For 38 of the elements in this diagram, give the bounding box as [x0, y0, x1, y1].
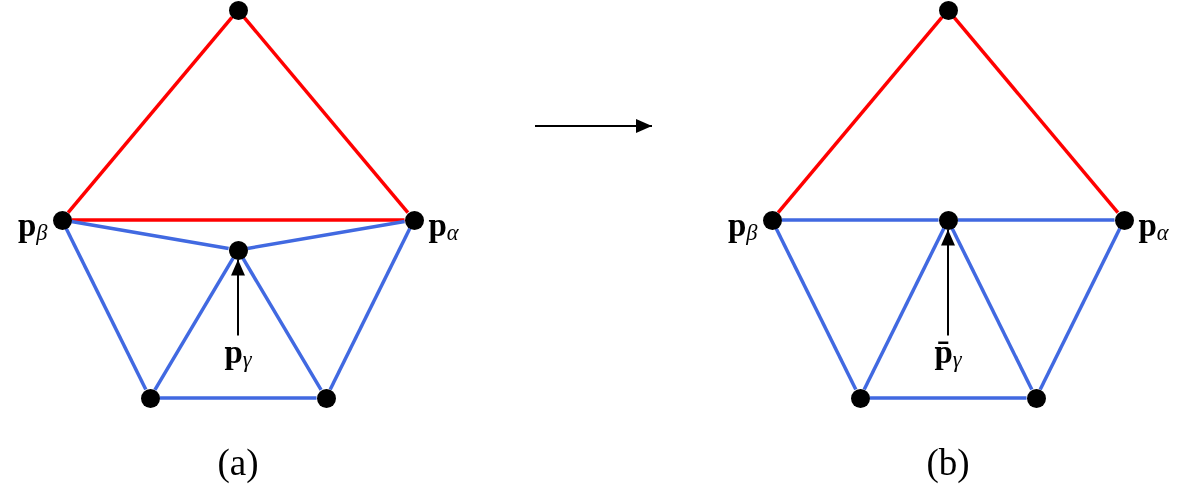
mesh-edge [862, 227, 946, 391]
vertex-dot [1026, 388, 1046, 408]
leader-arrow [231, 258, 245, 337]
vertex-dot [762, 210, 782, 230]
vertex-dot [316, 388, 336, 408]
mesh-edge [66, 16, 234, 214]
vertex-dot [228, 240, 248, 260]
mesh-edge [153, 257, 235, 391]
mesh-edge [776, 16, 944, 214]
vertex-dot [938, 210, 958, 230]
mesh-edge [247, 219, 405, 251]
mesh-edge [1038, 227, 1122, 391]
mesh-edge [71, 218, 405, 222]
mesh-edge [159, 396, 317, 400]
vertex-label: p$_{α}$ [1138, 208, 1169, 242]
mesh-edge [328, 227, 412, 391]
mesh-edge [869, 396, 1027, 400]
vertex-label: p$_{α}$ [428, 208, 459, 242]
vertex-dot [52, 210, 72, 230]
mesh-edge [957, 218, 1115, 222]
mesh-edge [950, 227, 1034, 391]
vertex-dot [938, 0, 958, 20]
mesh-edge [241, 257, 323, 391]
vertex-dot [1114, 210, 1134, 230]
vertex-dot [228, 0, 248, 20]
mesh-edge [781, 218, 939, 222]
panel-caption: (a) [217, 443, 259, 481]
vertex-dot [140, 388, 160, 408]
mesh-edge [774, 227, 858, 391]
mesh-edge [71, 219, 229, 251]
arrow [534, 119, 653, 133]
mesh-edge [64, 227, 148, 391]
mesh-edge [952, 16, 1120, 214]
vertex-dot [404, 210, 424, 230]
vertex-dot [850, 388, 870, 408]
leader-arrow [941, 228, 955, 337]
panel-caption: (b) [926, 443, 970, 481]
mesh-edge [242, 16, 410, 214]
